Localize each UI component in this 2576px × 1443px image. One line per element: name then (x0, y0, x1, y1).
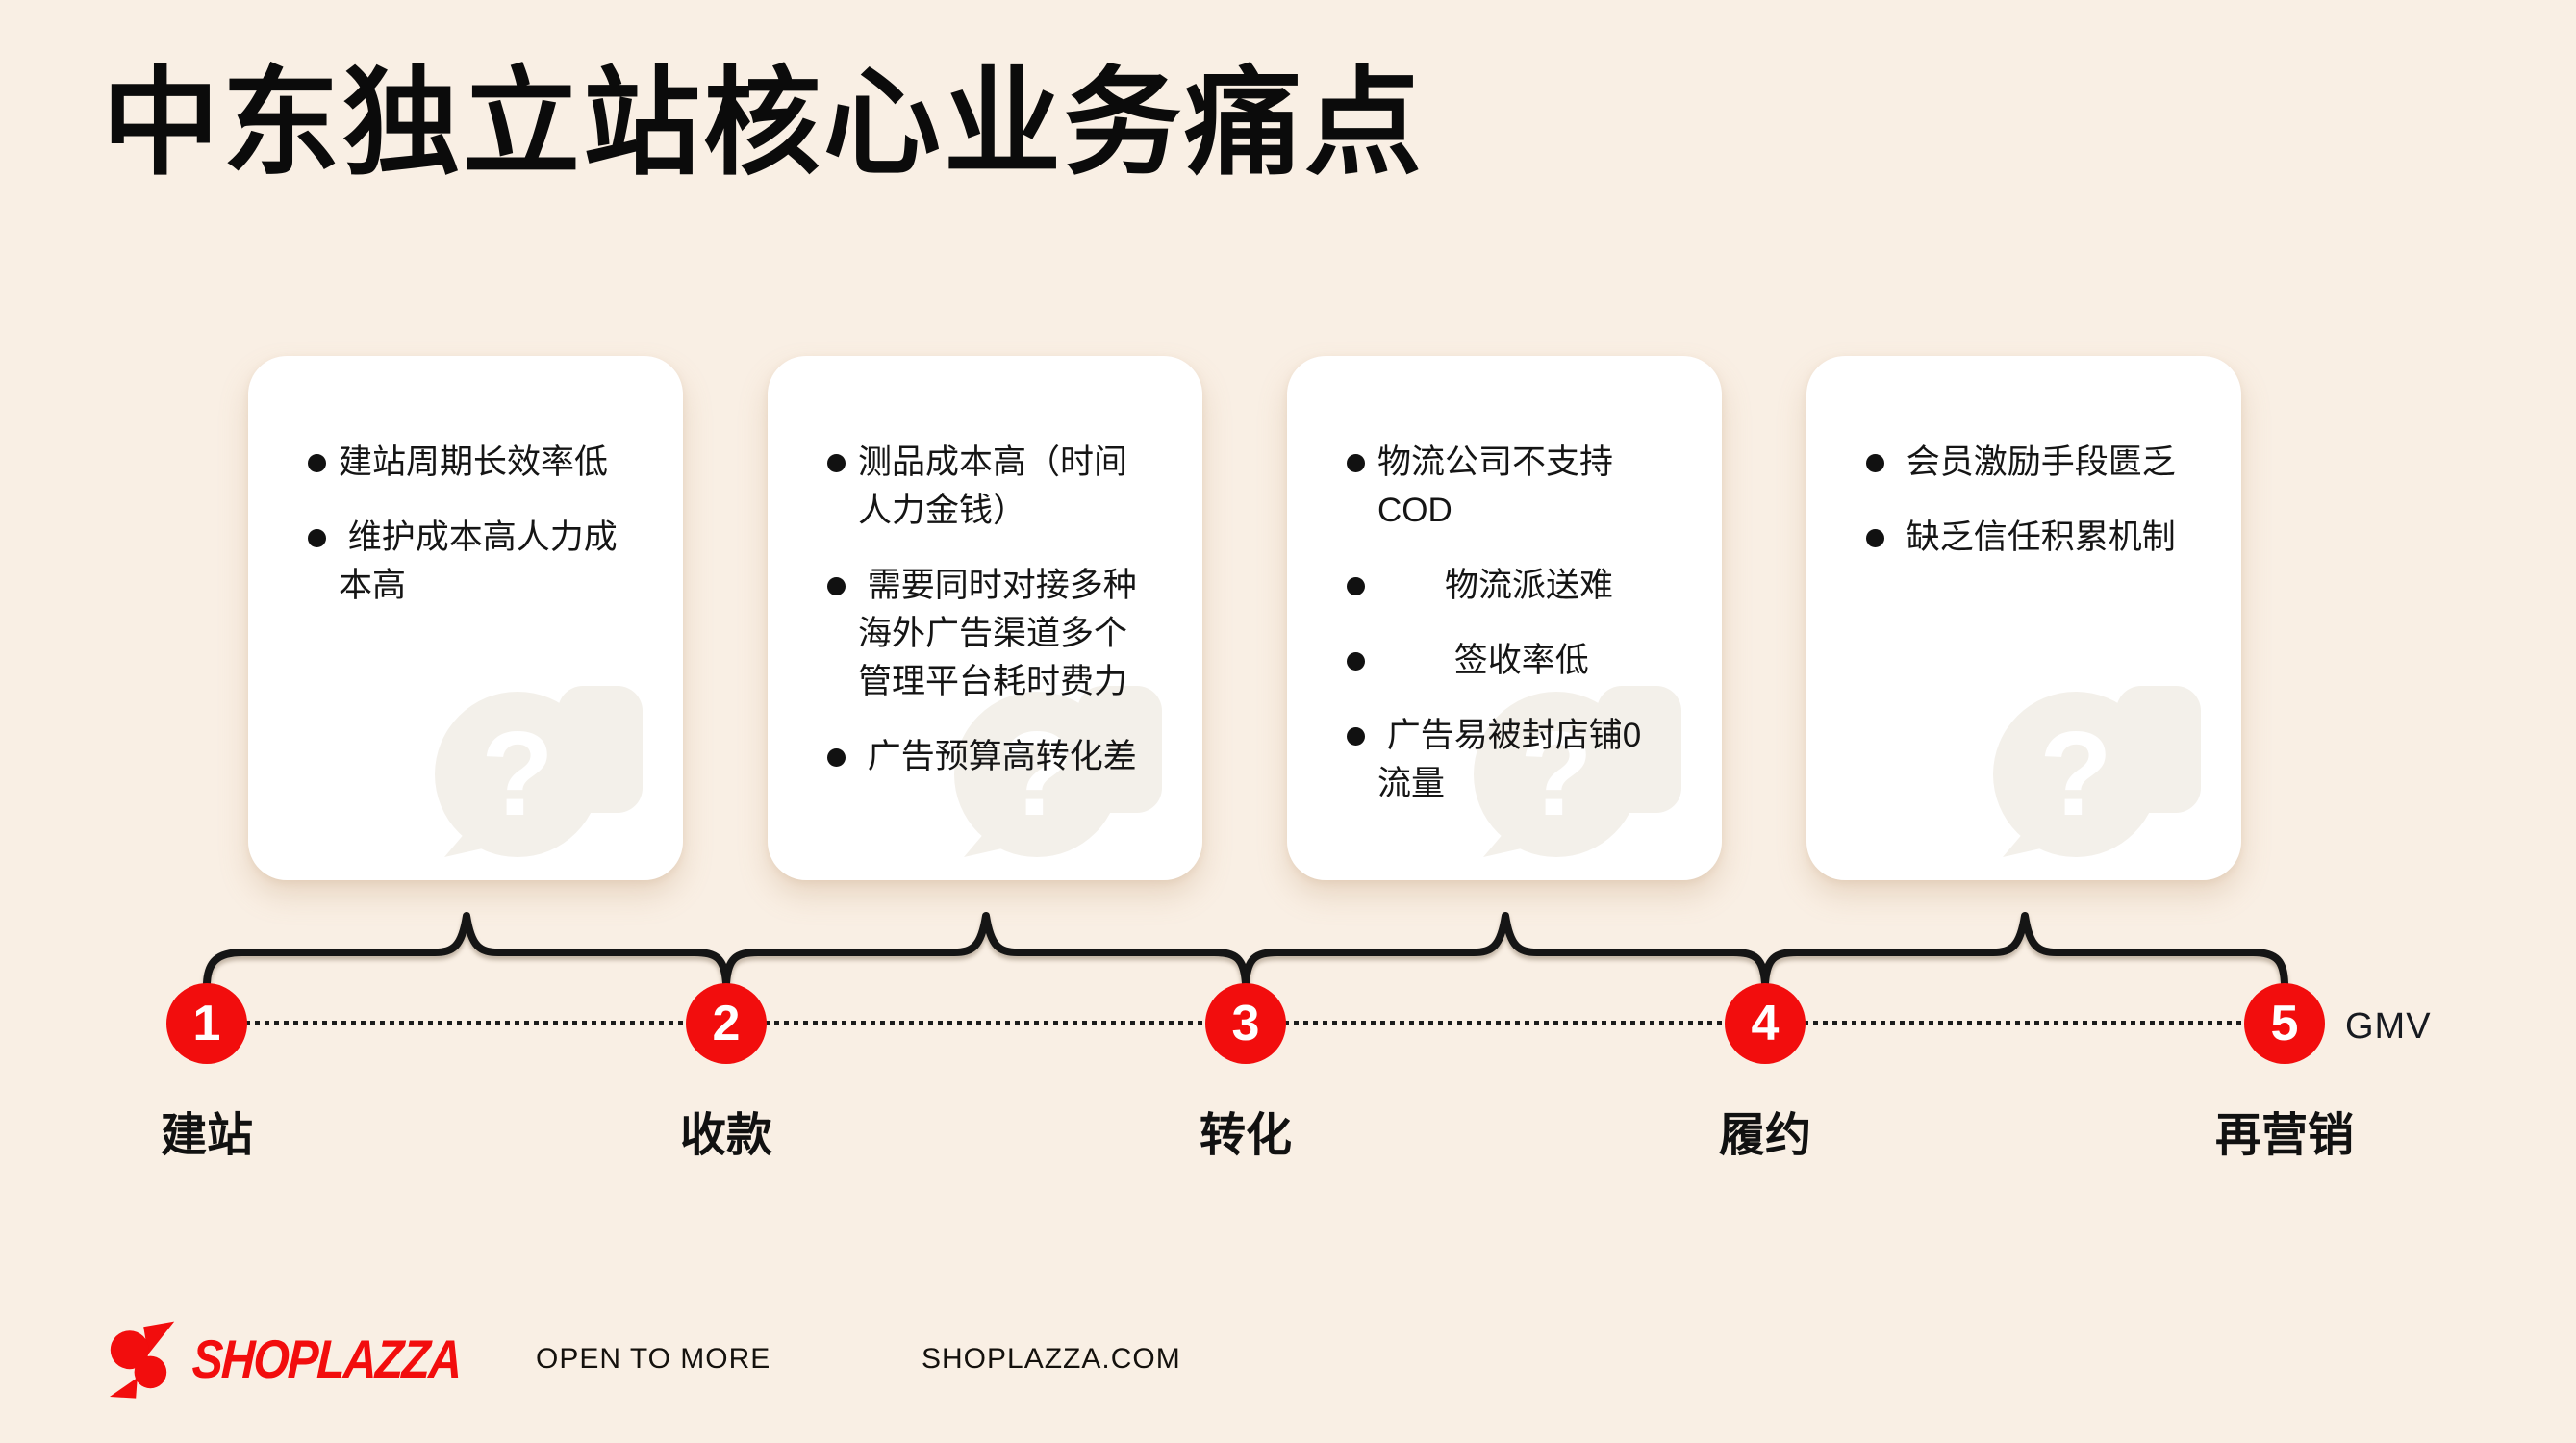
stage-label-fulfillment: 履约 (1718, 1110, 1811, 1161)
bullet-dot-icon (827, 454, 846, 472)
stage-label-conversion: 转化 (1199, 1110, 1292, 1161)
bullet-dot-icon (1347, 727, 1365, 746)
pain-list: 测品成本高（时间人力金钱） 需要同时对接多种海外广告渠道多个管理平台耗时费力 广… (768, 356, 1202, 781)
list-item: 签收率低 (1347, 637, 1666, 685)
pain-list: 会员激励手段匮乏 缺乏信任积累机制 (1806, 356, 2241, 562)
pain-list: 建站周期长效率低 维护成本高人力成本高 (248, 356, 683, 610)
bullet-dot-icon (308, 529, 326, 547)
bullet-dot-icon (827, 748, 846, 767)
list-item: 维护成本高人力成本高 (308, 514, 627, 610)
list-item: 需要同时对接多种海外广告渠道多个管理平台耗时费力 (827, 562, 1147, 706)
pain-card-conversion: 物流公司不支持COD 物流派送难 签收率低 广告易被封店铺0流量 ? (1287, 356, 1722, 880)
question-bubble-icon: ? (1993, 686, 2201, 857)
stage-marker-5: 5 (2244, 983, 2325, 1064)
shoplazza-logo-icon (110, 1321, 175, 1399)
gmv-label: GMV (2345, 1006, 2432, 1047)
pain-card-payment: 测品成本高（时间人力金钱） 需要同时对接多种海外广告渠道多个管理平台耗时费力 广… (768, 356, 1202, 880)
stage-marker-2: 2 (686, 983, 767, 1064)
stage-number: 4 (1751, 996, 1780, 1051)
list-item: 会员激励手段匮乏 (1866, 439, 2185, 487)
pain-list: 物流公司不支持COD 物流派送难 签收率低 广告易被封店铺0流量 (1287, 356, 1722, 808)
stage-label-build: 建站 (160, 1110, 253, 1161)
page-title: 中东独立站核心业务痛点 (102, 58, 1425, 189)
brand-wordmark: SHOPLAZZA (190, 1328, 463, 1389)
list-item: 物流派送难 (1347, 562, 1666, 610)
bullet-dot-icon (308, 454, 326, 472)
list-item: 广告易被封店铺0流量 (1347, 712, 1666, 808)
bullet-dot-icon (1347, 652, 1365, 671)
bullet-dot-icon (1866, 529, 1884, 547)
question-glyph: ? (481, 708, 554, 841)
stage-marker-3: 3 (1205, 983, 1286, 1064)
stage-marker-4: 4 (1725, 983, 1806, 1064)
pain-card-remarketing: 会员激励手段匮乏 缺乏信任积累机制 ? (1806, 356, 2241, 880)
list-item: 测品成本高（时间人力金钱） (827, 439, 1147, 535)
stage-number: 3 (1231, 996, 1260, 1051)
brand-logo: SHOPLAZZA (102, 1314, 504, 1403)
list-item: 物流公司不支持COD (1347, 439, 1666, 535)
pain-card-build-site: 建站周期长效率低 维护成本高人力成本高 ? (248, 356, 683, 880)
bullet-dot-icon (827, 577, 846, 595)
list-item: 广告预算高转化差 (827, 733, 1147, 781)
question-glyph: ? (2039, 708, 2112, 841)
stage-number: 5 (2270, 996, 2299, 1051)
bullet-dot-icon (1347, 454, 1365, 472)
bullet-dot-icon (1866, 454, 1884, 472)
stage-label-remarketing: 再营销 (2214, 1110, 2354, 1161)
stage-number: 2 (712, 996, 741, 1051)
question-bubble-icon: ? (435, 686, 643, 857)
stage-label-payment: 收款 (679, 1110, 772, 1161)
list-item: 缺乏信任积累机制 (1866, 514, 2185, 562)
stage-marker-1: 1 (166, 983, 247, 1064)
footer-tagline: OPEN TO MORE (536, 1343, 771, 1375)
stage-number: 1 (192, 996, 221, 1051)
footer-website: SHOPLAZZA.COM (922, 1343, 1181, 1375)
bullet-dot-icon (1347, 577, 1365, 595)
list-item: 建站周期长效率低 (308, 439, 627, 487)
